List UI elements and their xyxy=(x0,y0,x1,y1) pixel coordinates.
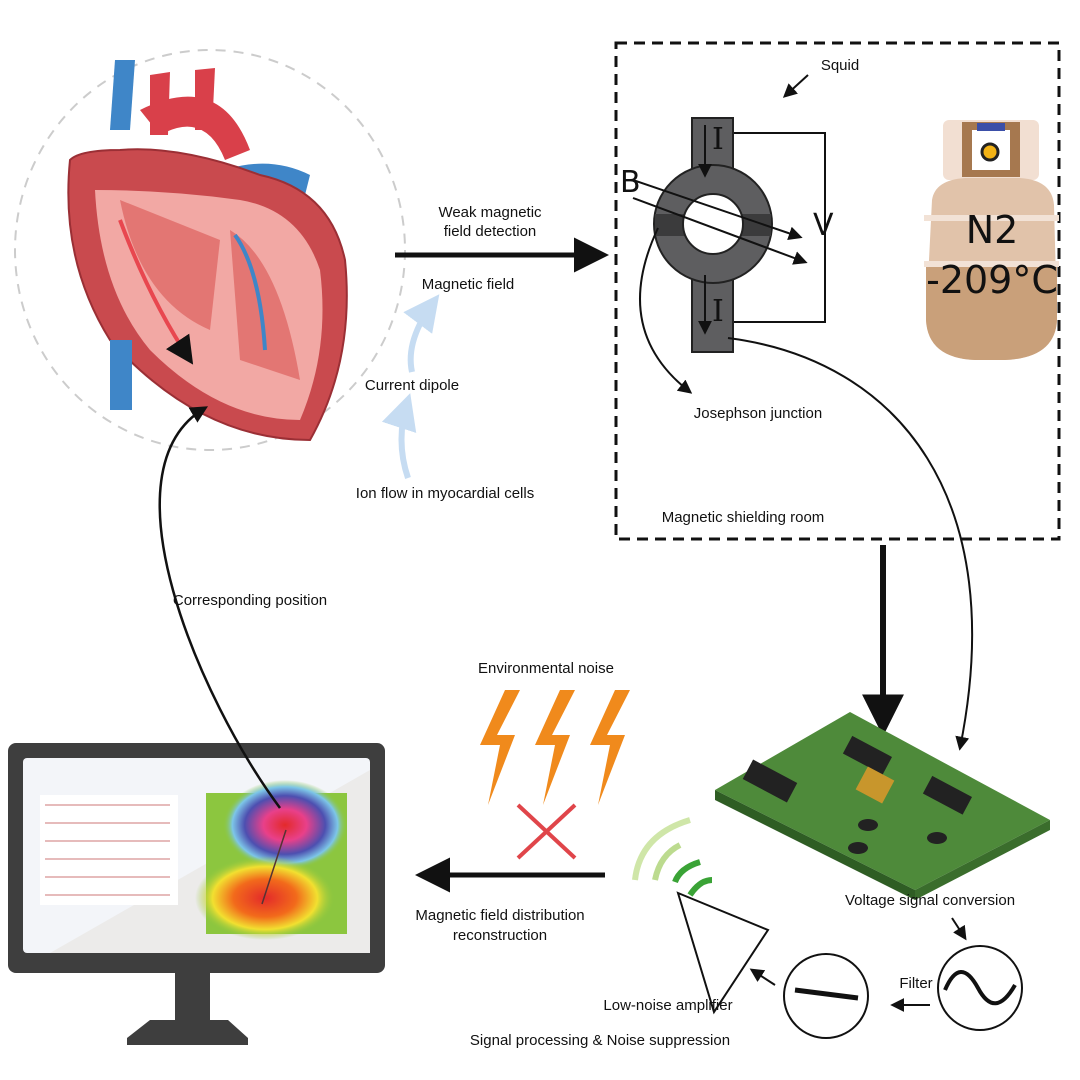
ion-flow-label: Ion flow in myocardial cells xyxy=(355,485,535,502)
filter-to-amplifier-arrow xyxy=(749,968,776,986)
squid-to-board-arrow xyxy=(727,337,974,751)
shielding-room-label: Magnetic shielding room xyxy=(661,509,825,526)
circuit-board xyxy=(715,712,1050,900)
tank-temperature-label: -209°C xyxy=(926,258,1058,302)
signal-waves-icon xyxy=(632,817,713,897)
amplifier-triangle-icon xyxy=(676,891,770,1015)
lightning-noise-icons xyxy=(480,690,630,805)
monitor xyxy=(8,743,385,1045)
field-symbol: B xyxy=(620,165,641,200)
squid-device xyxy=(632,117,826,394)
current-bottom-symbol: I xyxy=(712,294,724,329)
cross-icon xyxy=(516,803,577,860)
voltage-arrow xyxy=(951,917,967,941)
magnetic-field-label: Magnetic field xyxy=(421,276,515,293)
reconstruction-label: Magnetic field distribution xyxy=(415,907,585,924)
squid-label: Squid xyxy=(820,57,860,74)
heart-illustration xyxy=(14,49,406,451)
voltage-conversion-label: Voltage signal conversion xyxy=(844,892,1016,909)
josephson-label: Josephson junction xyxy=(693,405,823,422)
position-arrow xyxy=(158,406,282,809)
current-top-symbol: I xyxy=(712,122,724,157)
reconstruction-label-2: reconstruction xyxy=(452,927,548,944)
filter-label: Filter xyxy=(899,975,933,992)
shielding-room-box xyxy=(614,41,1061,541)
tank-gas-label: N2 xyxy=(965,208,1019,252)
ion-to-dipole-arrow xyxy=(381,393,417,479)
weak-detection-label: Weak magnetic xyxy=(438,204,542,221)
squid-pointer-arrow xyxy=(782,74,809,98)
environmental-noise-label: Environmental noise xyxy=(478,660,614,677)
voltage-symbol: V xyxy=(813,208,834,243)
dipole-to-field-arrow xyxy=(403,294,440,373)
nitrogen-tank xyxy=(924,120,1059,360)
corresponding-position-label: Corresponding position xyxy=(172,592,328,609)
weak-detection-label-2: field detection xyxy=(443,223,537,240)
signal-processing-label: Signal processing & Noise suppression xyxy=(469,1032,731,1049)
amplifier-label: Low-noise amplifier xyxy=(603,997,733,1014)
current-dipole-label: Current dipole xyxy=(364,377,460,394)
